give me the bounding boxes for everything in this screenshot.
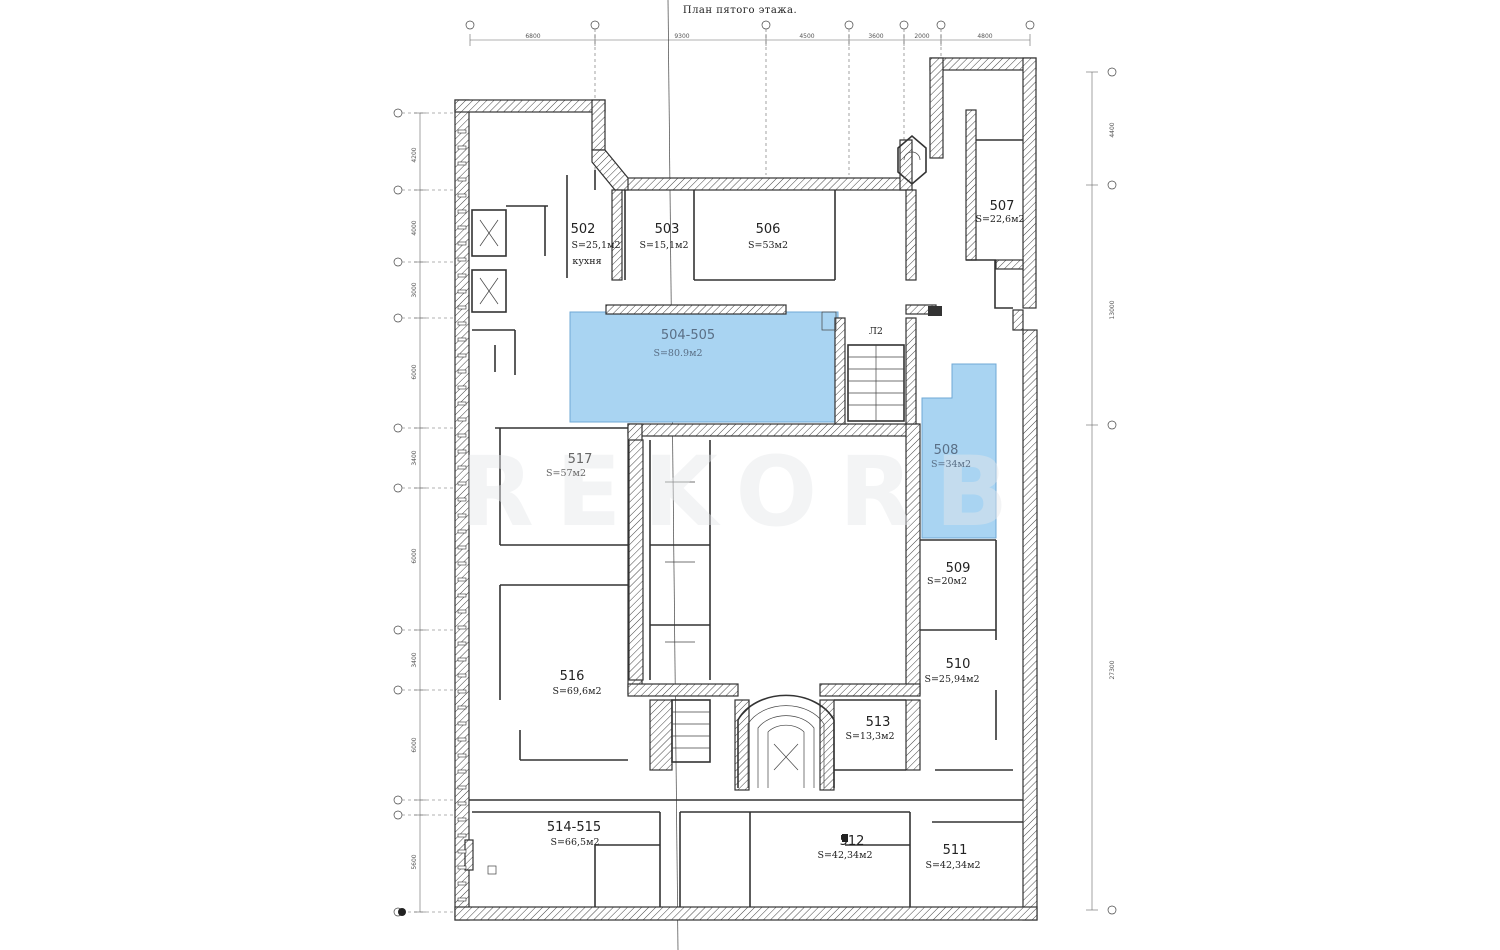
room-508[interactable]: 508 S=34м2 — [931, 443, 971, 470]
room-509-number: 509 — [946, 561, 971, 576]
right-dim-1: 4400 — [1109, 122, 1116, 137]
room-506-area: S=53м2 — [748, 240, 788, 251]
room-507-number: 507 — [990, 199, 1015, 214]
right-dim-3: 27300 — [1109, 660, 1116, 679]
room-502-number: 502 — [571, 222, 596, 237]
room-506[interactable]: 506 S=53м2 — [748, 222, 788, 251]
room-502-note: кухня — [572, 256, 601, 267]
top-dim-4: 3600 — [868, 33, 883, 40]
room-502-area: S=25,1м2 — [571, 240, 620, 251]
room-512-area: S=42,34м2 — [817, 850, 872, 861]
room-511[interactable]: 511 S=42,34м2 — [925, 843, 980, 871]
room-510-area: S=25,94м2 — [924, 674, 979, 685]
main-staircase — [671, 694, 835, 788]
room-513-number: 513 — [866, 715, 891, 730]
room-514-515-number: 514-515 — [547, 820, 601, 835]
room-511-number: 511 — [943, 843, 968, 858]
room-509[interactable]: 509 S=20м2 — [927, 561, 970, 587]
left-dimension-line: 4200 4000 3000 6000 3400 6000 3400 6000 … — [393, 108, 455, 917]
room-508-number: 508 — [934, 443, 959, 458]
top-dim-1: 6800 — [525, 33, 540, 40]
top-dimension-line: 6800 9300 4500 3600 2000 4800 — [465, 20, 1035, 175]
side-dim-2: 4000 — [411, 220, 418, 235]
room-514-515[interactable]: 514-515 S=66,5м2 — [547, 820, 601, 848]
room-503[interactable]: 503 S=15,1м2 — [639, 222, 688, 251]
room-503-area: S=15,1м2 — [639, 240, 688, 251]
room-510[interactable]: 510 S=25,94м2 — [924, 657, 979, 685]
window-marks — [457, 129, 467, 902]
room-507-area: S=22,6м2 — [975, 214, 1024, 225]
side-dim-9: 5600 — [411, 854, 418, 869]
room-503-number: 503 — [655, 222, 680, 237]
room-510-number: 510 — [946, 657, 971, 672]
room-517-number: 517 — [568, 452, 593, 467]
side-dim-3: 3000 — [411, 282, 418, 297]
side-dim-8: 6000 — [411, 737, 418, 752]
staircase-l2: Л2 — [821, 306, 942, 422]
room-516-area: S=69,6м2 — [552, 686, 601, 697]
room-502[interactable]: 502 S=25,1м2 кухня — [571, 222, 621, 267]
column-mark — [842, 834, 848, 842]
room-508-highlight[interactable] — [921, 363, 997, 539]
side-dim-5: 3400 — [411, 450, 418, 465]
side-dim-1: 4200 — [411, 147, 418, 162]
room-504-505-area: S=80.9м2 — [653, 348, 702, 359]
room-509-area: S=20м2 — [927, 576, 967, 587]
exterior-walls — [454, 57, 1038, 921]
top-dim-5: 2000 — [914, 33, 929, 40]
room-516-number: 516 — [560, 669, 585, 684]
stair-label: Л2 — [869, 326, 883, 337]
right-dimension-line: 4400 13000 27300 — [1086, 67, 1117, 915]
small-square-mark — [487, 865, 497, 875]
room-507[interactable]: 507 S=22,6м2 — [975, 199, 1024, 225]
top-dim-6: 4800 — [977, 33, 992, 40]
top-dim-2: 9300 — [674, 33, 689, 40]
room-513[interactable]: 513 S=13,3м2 — [845, 715, 894, 742]
room-504-505-number: 504-505 — [661, 328, 715, 343]
side-dim-7: 3400 — [411, 652, 418, 667]
side-dim-4: 6000 — [411, 364, 418, 379]
top-dim-3: 4500 — [799, 33, 814, 40]
partitions — [469, 139, 1023, 907]
room-511-area: S=42,34м2 — [925, 860, 980, 871]
origin-dot — [398, 908, 406, 916]
room-508-area: S=34м2 — [931, 459, 971, 470]
room-513-area: S=13,3м2 — [845, 731, 894, 742]
room-504-505[interactable]: 504-505 S=80.9м2 — [653, 328, 715, 359]
room-506-number: 506 — [756, 222, 781, 237]
room-514-515-area: S=66,5м2 — [550, 837, 599, 848]
side-dim-6: 6000 — [411, 548, 418, 563]
section-line — [667, 0, 679, 950]
watermark: REKORB — [460, 436, 1030, 548]
plan-title: План пятого этажа. — [683, 5, 797, 16]
room-516[interactable]: 516 S=69,6м2 — [552, 669, 601, 697]
room-517[interactable]: 517 S=57м2 — [546, 452, 592, 479]
room-517-area: S=57м2 — [546, 468, 586, 479]
turret — [897, 134, 927, 186]
right-dim-2: 13000 — [1109, 300, 1116, 319]
